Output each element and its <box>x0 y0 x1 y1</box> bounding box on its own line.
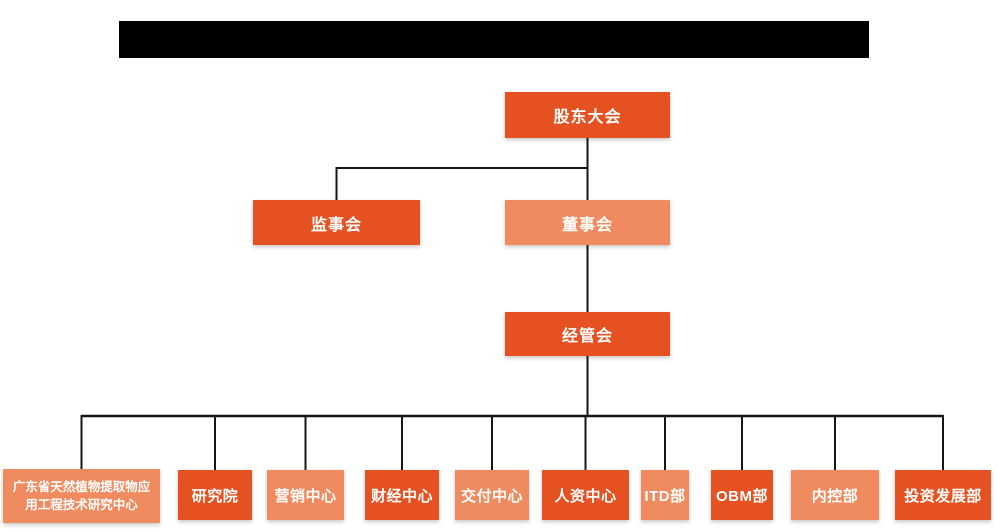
org-node-board-of-directors: 董事会 <box>505 200 670 245</box>
org-node-shareholders-meeting: 股东大会 <box>505 92 670 138</box>
org-node-dept-marketing-center: 营销中心 <box>267 470 344 520</box>
org-node-label-line1: 广东省天然植物提取物应 <box>12 479 151 494</box>
org-node-label: OBM部 <box>716 487 768 505</box>
org-node-supervisory-board: 监事会 <box>253 200 420 245</box>
org-node-dept-obm: OBM部 <box>711 470 773 520</box>
org-node-label: 交付中心 <box>460 487 523 505</box>
org-node-dept-research-engineering-center: 广东省天然植物提取物应 用工程技术研究中心 <box>3 469 160 523</box>
redacted-title-bar <box>119 21 869 58</box>
org-node-management-committee: 经管会 <box>505 312 670 356</box>
org-node-label: 经管会 <box>561 328 613 345</box>
org-node-dept-itd: ITD部 <box>641 470 689 520</box>
org-node-label: 董事会 <box>561 216 613 234</box>
org-node-label: 股东大会 <box>553 109 622 126</box>
org-node-dept-investment-development: 投资发展部 <box>895 470 991 520</box>
org-node-dept-hr-center: 人资中心 <box>542 470 629 520</box>
org-node-label: 研究院 <box>191 487 239 505</box>
org-node-label-line2: 用工程技术研究中心 <box>25 498 138 512</box>
org-node-label: 人资中心 <box>554 487 617 505</box>
org-node-label: 投资发展部 <box>904 487 982 505</box>
org-node-label: 监事会 <box>310 216 362 234</box>
org-node-label: 内控部 <box>811 487 859 505</box>
org-node-label: 营销中心 <box>274 487 337 505</box>
org-node-dept-research-institute: 研究院 <box>178 470 252 520</box>
org-node-label: 财经中心 <box>370 487 433 505</box>
org-node-dept-internal-control: 内控部 <box>791 470 879 520</box>
org-node-dept-finance-center: 财经中心 <box>365 470 439 520</box>
org-node-dept-delivery-center: 交付中心 <box>455 470 529 520</box>
org-node-label: ITD部 <box>644 487 686 505</box>
